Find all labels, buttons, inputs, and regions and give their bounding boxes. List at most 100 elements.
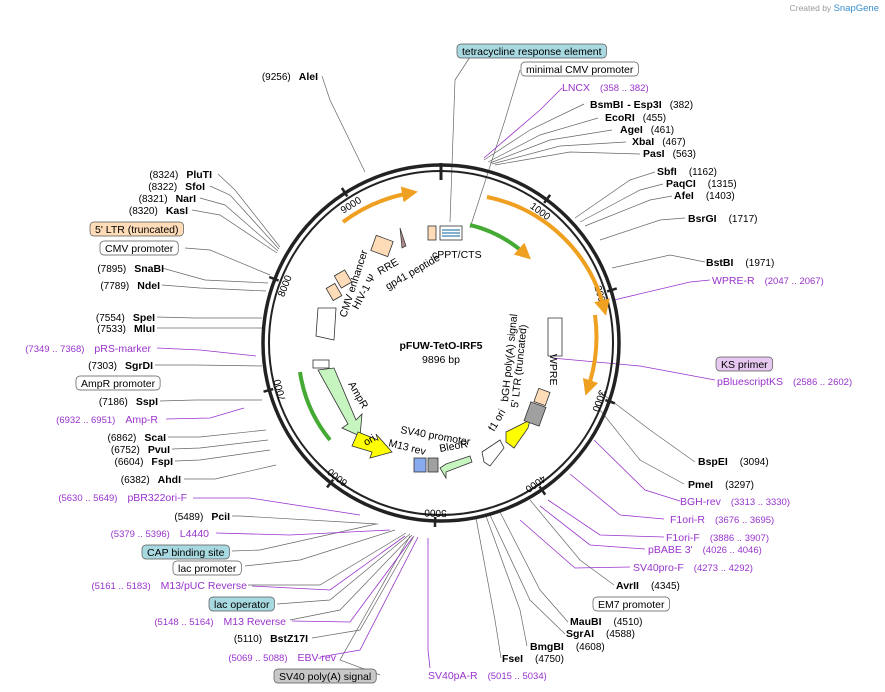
feature-box-label: 5' LTR (truncated) (95, 224, 179, 236)
cppt-label: cPPT/CTS (432, 249, 482, 261)
svg-text:SbfI(1162): SbfI(1162) (657, 166, 717, 178)
svg-text:LNCX(358 .. 382): LNCX(358 .. 382) (562, 82, 649, 94)
tick-mark (268, 275, 280, 282)
svg-text:BsmBI- Esp3I(382): BsmBI- Esp3I(382) (590, 99, 693, 111)
svg-text:PmeI(3297): PmeI(3297) (688, 479, 754, 491)
bleor-label: BleoR (438, 438, 469, 455)
feature-box-label: CAP binding site (147, 547, 225, 559)
tick-label: 5000 (424, 507, 447, 519)
tick-mark (604, 398, 616, 405)
feature-box (141, 544, 230, 560)
svg-text:WPRE-R(2047 .. 2067): WPRE-R(2047 .. 2067) (712, 275, 824, 287)
svg-text:(8321)NarI: (8321)NarI (139, 193, 196, 205)
svg-text:SV40pA-R(5015 .. 5034): SV40pA-R(5015 .. 5034) (428, 670, 547, 682)
feature-box-label: CMV promoter (105, 243, 174, 255)
tick-label: 7000 (272, 377, 289, 402)
svg-text:(7895)SnaBI: (7895)SnaBI (97, 263, 164, 275)
tick-mark (543, 194, 552, 204)
svg-text:(6862)ScaI: (6862)ScaI (107, 432, 166, 444)
svg-text:(5069 .. 5088)EBV-rev: (5069 .. 5088)EBV-rev (228, 652, 336, 664)
svg-text:(5489)PciI: (5489)PciI (174, 511, 230, 523)
svg-text:FseI(4750): FseI(4750) (502, 653, 564, 665)
tick-label: 8000 (276, 273, 294, 298)
svg-text:(9256)AleI: (9256)AleI (262, 71, 318, 83)
tick-mark (340, 187, 349, 198)
svg-text:(7554)SpeI: (7554)SpeI (96, 312, 155, 324)
svg-text:(5148 .. 5164)M13 Reverse: (5148 .. 5164)M13 Reverse (154, 616, 286, 628)
svg-text:(5110)BstZ17I: (5110)BstZ17I (234, 633, 308, 645)
tick-mark (538, 485, 547, 496)
svg-text:EcoRI(455): EcoRI(455) (605, 112, 666, 124)
svg-text:MauBI(4510): MauBI(4510) (570, 616, 642, 628)
feature-box-label: lac promoter (178, 563, 237, 575)
feature-box-label: tetracycline response element (462, 46, 602, 58)
feature-box-label: EM7 promoter (598, 599, 665, 611)
inner-features (312, 225, 563, 480)
feature-box (715, 356, 774, 372)
feature-box (172, 560, 242, 576)
svg-text:(8320)KasI: (8320)KasI (129, 205, 188, 217)
orange-features (341, 186, 610, 396)
svg-text:(5630 .. 5649)pBR322ori-F: (5630 .. 5649)pBR322ori-F (58, 492, 187, 504)
wpre-label: WPRE (547, 354, 559, 386)
feature-box (75, 375, 161, 391)
svg-text:pBABE 3'(4026 .. 4046): pBABE 3'(4026 .. 4046) (648, 544, 762, 556)
svg-text:XbaI(467): XbaI(467) (632, 136, 686, 148)
plasmid-size: 9896 bp (422, 354, 460, 366)
svg-text:(8322)SfoI: (8322)SfoI (148, 181, 205, 193)
svg-text:BGH-rev(3313 .. 3330): BGH-rev(3313 .. 3330) (680, 496, 790, 508)
tick-mark (606, 287, 618, 293)
feature-boxes: tetracycline response element minimal CMV… (75, 43, 774, 684)
feature-box-label: SV40 poly(A) signal (279, 671, 371, 683)
svg-text:BspEI(3094): BspEI(3094) (698, 456, 769, 468)
feature-box-label: AmpR promoter (81, 378, 156, 390)
svg-text:(5161 .. 5183)M13/pUC Reverse: (5161 .. 5183)M13/pUC Reverse (91, 580, 247, 592)
plasmid-name: pFUW-TetO-IRF5 (400, 340, 483, 352)
feature-box (592, 596, 670, 612)
tick-label: 9000 (339, 195, 364, 216)
svg-text:(7186)SspI: (7186)SspI (99, 396, 158, 408)
svg-text:(8324)PluTI: (8324)PluTI (149, 169, 212, 181)
ori-label: ori (362, 432, 378, 448)
svg-text:PasI(563): PasI(563) (643, 148, 696, 160)
svg-text:(7789)NdeI: (7789)NdeI (100, 280, 160, 292)
svg-text:(7349 .. 7368)pRS-marker: (7349 .. 7368)pRS-marker (25, 343, 151, 355)
feature-box-label: KS primer (721, 359, 768, 371)
svg-text:pBluescriptKS(2586 .. 2602): pBluescriptKS(2586 .. 2602) (717, 376, 852, 388)
m13rev-label: M13 rev (387, 437, 427, 458)
svg-text:(6932 .. 6951)Amp-R: (6932 .. 6951)Amp-R (56, 414, 158, 426)
feature-box (89, 221, 184, 237)
feature-box (520, 61, 639, 77)
svg-text:AgeI(461): AgeI(461) (620, 124, 674, 136)
svg-text:(7303)SgrDI: (7303)SgrDI (88, 360, 153, 372)
svg-text:F1ori-R(3676 .. 3695): F1ori-R(3676 .. 3695) (670, 514, 774, 526)
green-features (298, 223, 531, 442)
feature-box-label: lac operator (214, 599, 270, 611)
f1ori-label: f1 ori (486, 407, 508, 433)
primers: LNCX(358 .. 382) WPRE-R(2047 .. 2067) pB… (25, 82, 852, 682)
svg-text:BstBI(1971): BstBI(1971) (706, 257, 774, 269)
svg-text:(5379 .. 5396)L4440: (5379 .. 5396)L4440 (111, 528, 210, 540)
feature-box (456, 43, 607, 59)
svg-text:(6382)AhdI: (6382)AhdI (121, 474, 181, 486)
svg-text:BmgBI(4608): BmgBI(4608) (530, 641, 605, 653)
primer-leaders (156, 87, 716, 669)
tick-mark (263, 387, 274, 393)
svg-text:PaqCI(1315): PaqCI(1315) (666, 178, 737, 190)
svg-text:SV40pro-F(4273 .. 4292): SV40pro-F(4273 .. 4292) (633, 562, 753, 574)
site-name: BsmBI (590, 99, 623, 111)
svg-text:F1ori-F(3886 .. 3907): F1ori-F(3886 .. 3907) (666, 532, 769, 544)
svg-text:AfeI(1403): AfeI(1403) (674, 190, 735, 202)
svg-text:SgrAI(4588): SgrAI(4588) (566, 628, 635, 640)
feature-box (99, 240, 179, 256)
svg-text:(7533)MluI: (7533)MluI (97, 323, 155, 335)
sites-right: BsmBI- Esp3I(382) EcoRI(455) AgeI(461) X… (502, 99, 774, 665)
leader-lines (155, 56, 706, 676)
svg-text:(6604)FspI: (6604)FspI (115, 456, 174, 468)
feature-box (273, 668, 377, 684)
svg-text:(6752)PvuI: (6752)PvuI (111, 444, 170, 456)
svg-text:AvrII(4345): AvrII(4345) (616, 580, 680, 592)
feature-box-label: minimal CMV promoter (526, 64, 634, 76)
credit: Created by SnapGene (789, 3, 879, 14)
